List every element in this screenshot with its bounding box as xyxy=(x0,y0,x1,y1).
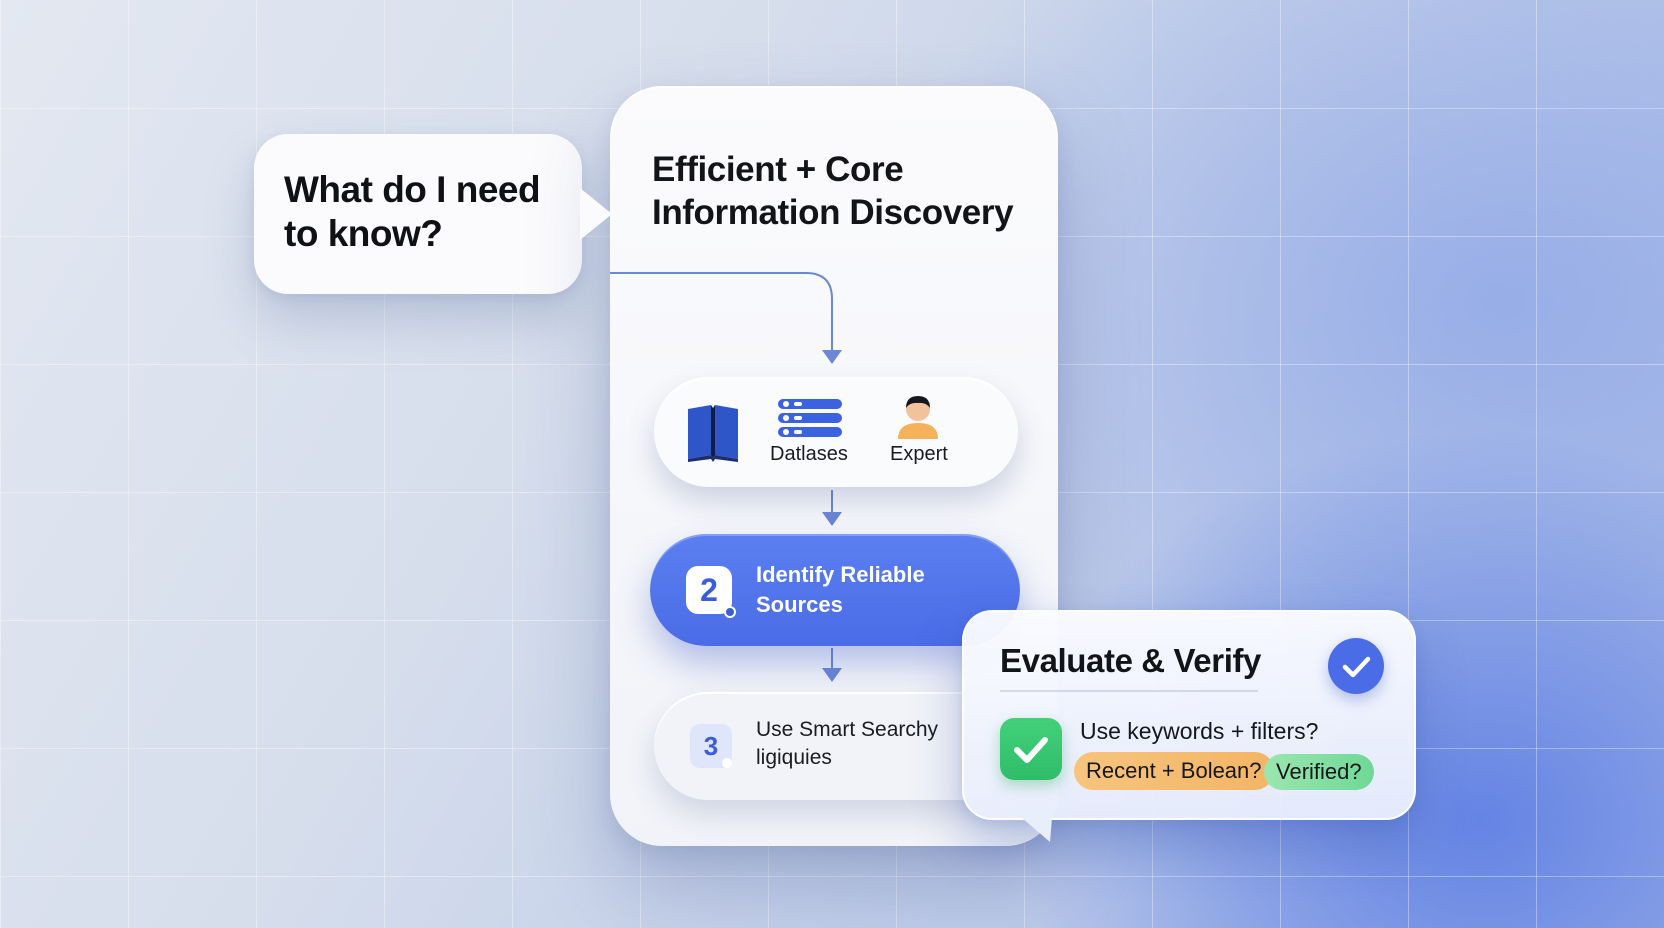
tag-verified[interactable]: Verified? xyxy=(1264,754,1374,790)
speech-bubble: What do I need to know? xyxy=(254,134,582,294)
step-2-badge: 2 xyxy=(686,566,732,614)
evaluate-question: Use keywords + filters? xyxy=(1080,718,1319,744)
connector-bubble-to-sources xyxy=(610,272,833,352)
step-3-badge-dot xyxy=(722,758,732,768)
database-label: Datlases xyxy=(770,443,848,465)
arrow-head-3 xyxy=(822,668,842,682)
step-3-smart-search[interactable]: 3 Use Smart Searchy ligiquies xyxy=(654,692,1014,800)
book-icon xyxy=(684,401,742,463)
arrow-head-1 xyxy=(822,350,842,364)
arrow-head-2 xyxy=(822,512,842,526)
step-2-badge-dot xyxy=(724,606,736,618)
speech-bubble-text: What do I need to know? xyxy=(284,169,541,254)
database-icon xyxy=(778,399,842,437)
speech-bubble-tail xyxy=(580,188,612,240)
tag-recent-boolean[interactable]: Recent + Bolean? xyxy=(1074,752,1274,790)
expert-label: Expert xyxy=(890,443,948,465)
evaluate-divider xyxy=(1000,690,1258,692)
checkbox-checked-icon[interactable] xyxy=(1000,718,1062,780)
check-circle-icon xyxy=(1328,638,1384,694)
evaluate-verify-card[interactable]: Evaluate & Verify Use keywords + filters… xyxy=(962,610,1416,820)
step-2-identify-sources[interactable]: 2 Identify Reliable Sources xyxy=(650,534,1020,646)
main-card-title: Efficient + Core Information Discovery xyxy=(652,150,1014,232)
step-2-label: Identify Reliable Sources xyxy=(756,562,925,617)
sources-pill[interactable]: Datlases Expert xyxy=(654,377,1018,487)
step-3-label: Use Smart Searchy ligiquies xyxy=(756,718,939,769)
expert-person-icon xyxy=(896,393,940,439)
evaluate-title: Evaluate & Verify xyxy=(1000,642,1262,679)
